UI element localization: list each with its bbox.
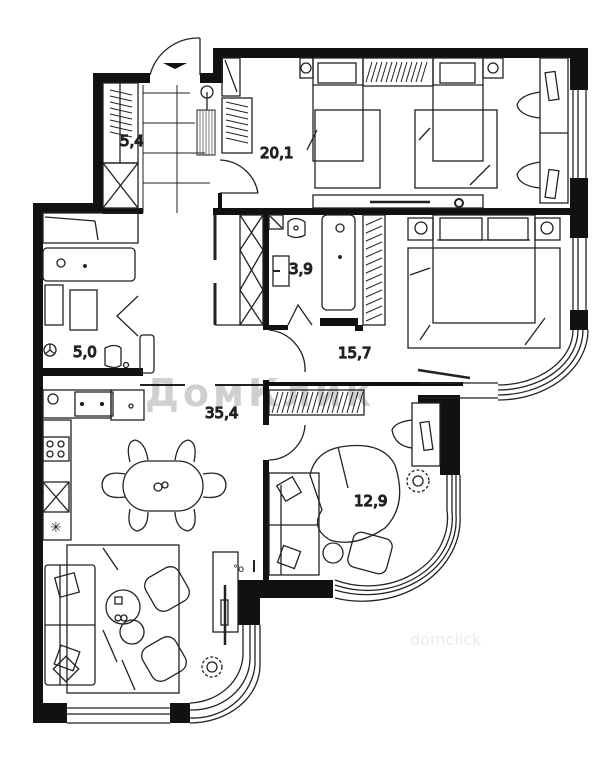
snowflake-icon: ✳ [50, 520, 62, 536]
area-label-study: 12,9 [354, 492, 387, 510]
exterior-walls [33, 48, 588, 723]
area-label-bedroom-2: 15,7 [338, 344, 371, 362]
room-bathroom-2: 3,9 [263, 214, 386, 330]
closet-block [139, 214, 264, 374]
entrance-arrow-icon [163, 63, 187, 69]
area-label-bedroom-1: 20,1 [260, 144, 293, 162]
room-study: 12,9 [268, 402, 461, 602]
watermark: ДомКлик domclick [145, 371, 482, 649]
area-label-hall: 5,4 [120, 132, 144, 150]
room-bedroom-2: 15,7 [268, 214, 589, 401]
room-bathroom-1: 5,0 [42, 212, 139, 369]
area-label-bathroom-1: 5,0 [73, 343, 97, 361]
room-hall: 5,4 [102, 37, 259, 213]
svg-text:°o: °o [233, 564, 244, 575]
room-living-kitchen: ✳ °o [42, 384, 365, 724]
watermark-logo: ДомКлик [145, 371, 375, 415]
area-label-living-kitchen: 35,4 [205, 404, 238, 422]
watermark-secondary: domclick [410, 630, 482, 649]
area-label-bathroom-2: 3,9 [289, 260, 313, 278]
room-bedroom-1: 20,1 [221, 57, 587, 209]
